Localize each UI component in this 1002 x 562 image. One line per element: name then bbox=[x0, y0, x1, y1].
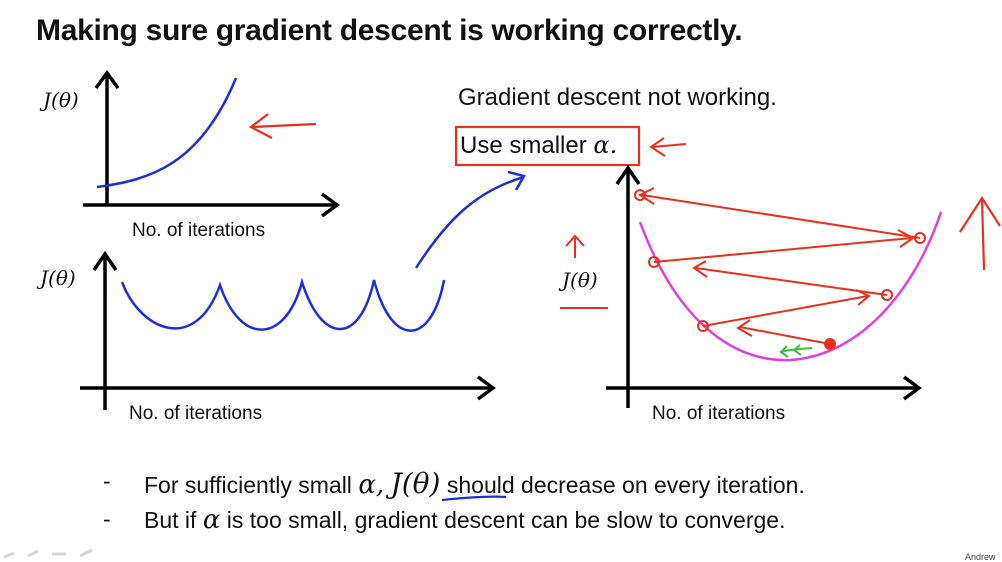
note-not-working: Gradient descent not working. bbox=[458, 84, 777, 111]
author-corner-label: Andrew bbox=[965, 552, 996, 562]
right-convex-cost-curve bbox=[638, 211, 943, 362]
top-left-diverging-curve bbox=[96, 77, 238, 189]
bottom-left-oscillating-curve bbox=[120, 277, 446, 332]
bottom-left-xlabel: No. of iterations bbox=[129, 403, 263, 424]
alpha-symbol: α. bbox=[593, 131, 618, 159]
bullet-1-prefix: For sufficiently small bbox=[144, 472, 352, 498]
green-small-steps bbox=[779, 344, 813, 358]
overshooting-iterates bbox=[634, 187, 926, 350]
bullet-1: For sufficiently small α, J(θ) should de… bbox=[144, 467, 805, 500]
right-axes bbox=[606, 164, 922, 408]
right-ylabel: J(θ) bbox=[562, 268, 598, 292]
red-pointer-arrow-top bbox=[248, 113, 317, 139]
slide-title: Making sure gradient descent is working … bbox=[36, 14, 743, 47]
alpha-symbol: α, bbox=[358, 470, 385, 500]
bullet-2: But if α is too small, gradient descent … bbox=[144, 505, 785, 535]
bottom-left-axes bbox=[80, 250, 496, 410]
faint-toolbar-marks bbox=[3, 548, 93, 559]
right-xlabel: No. of iterations bbox=[652, 403, 786, 424]
bullet-dash: - bbox=[103, 468, 111, 494]
top-left-ylabel: J(θ) bbox=[43, 88, 79, 112]
top-left-axes bbox=[83, 70, 340, 218]
top-left-xlabel: No. of iterations bbox=[132, 220, 266, 241]
red-up-arrow-ylabel bbox=[560, 234, 608, 309]
bottom-left-ylabel: J(θ) bbox=[40, 266, 76, 290]
alpha-symbol: α bbox=[202, 505, 221, 535]
bullet-1-suffix: should decrease on every iteration. bbox=[446, 472, 805, 498]
note-use-smaller-text: Use smaller bbox=[460, 132, 587, 159]
note-use-smaller: Use smaller α. bbox=[460, 131, 617, 160]
cost-function-symbol: J(θ) bbox=[390, 467, 441, 500]
red-up-arrow-right bbox=[959, 195, 1001, 271]
bullet-dash: - bbox=[103, 506, 111, 532]
red-pointer-arrow-note bbox=[649, 137, 687, 157]
highlight-box bbox=[454, 125, 641, 167]
blue-pointer-arrow bbox=[414, 170, 526, 269]
bullet-2-prefix: But if bbox=[144, 507, 197, 533]
blue-underline bbox=[441, 495, 507, 502]
bullet-2-suffix: is too small, gradient descent can be sl… bbox=[226, 507, 786, 533]
